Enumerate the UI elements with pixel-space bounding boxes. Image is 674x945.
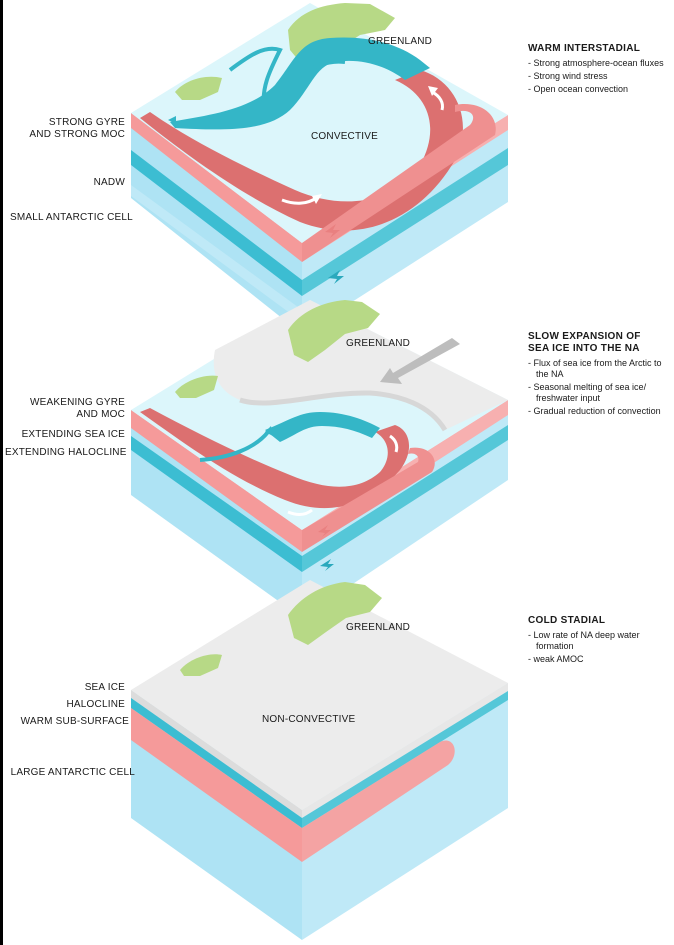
gyre-arrowhead-left <box>168 116 176 124</box>
halocline-layer-front <box>131 436 302 572</box>
bullet-item: Strong wind stress <box>528 71 674 82</box>
bullet-item: Flux of sea ice from the Arctic to the N… <box>528 358 674 380</box>
sea-ice-sheet <box>213 300 508 430</box>
gyre-inner-stream-2 <box>298 59 346 77</box>
gyre-arrowhead <box>265 426 273 436</box>
block-front-face <box>131 410 302 618</box>
weakening-gyre-tail <box>199 430 270 462</box>
large-antarctic-cell-label: LARGE ANTARCTIC CELL <box>10 767 135 778</box>
convection-arrowhead-bottom <box>312 194 322 204</box>
sea-ice-flux-arrow <box>380 338 460 384</box>
title-line-1: SLOW EXPANSION OF <box>528 331 641 342</box>
greenland-land <box>288 582 382 645</box>
warm-interstadial-bullets: Strong atmosphere-ocean fluxes Strong wi… <box>528 58 674 95</box>
halocline-layer-right <box>302 691 508 828</box>
bullet-item: Strong atmosphere-ocean fluxes <box>528 58 674 69</box>
nadw-layer-front <box>131 150 302 296</box>
halocline-layer-right <box>302 425 508 572</box>
bullet-item: Seasonal melting of sea ice/ freshwater … <box>528 382 674 404</box>
warm-layer-front <box>131 410 302 552</box>
deep-flow-arrow-1 <box>325 224 340 238</box>
halocline-layer-front <box>131 698 302 828</box>
strong-moc-label: AND STRONG MOC <box>29 129 125 140</box>
gyre-inner-stream <box>228 46 283 111</box>
warm-layer-front <box>131 113 302 262</box>
extending-sea-ice-label: EXTENDING SEA ICE <box>21 429 125 440</box>
slow-expansion-description: SLOW EXPANSION OF SEA ICE INTO THE NA Fl… <box>528 331 674 419</box>
small-island <box>175 76 222 100</box>
weakening-warm-loop <box>140 408 410 509</box>
warm-interstadial-description: WARM INTERSTADIAL Strong atmosphere-ocea… <box>528 43 674 97</box>
deep-layer-front <box>131 185 302 322</box>
left-border <box>0 0 3 945</box>
nadw-label: NADW <box>93 177 125 188</box>
nadw-layer-right <box>302 148 508 296</box>
warm-subsurface-tongue <box>302 740 455 862</box>
panel-warm-interstadial-block <box>131 3 508 334</box>
extending-halocline-label: EXTENDING HALOCLINE <box>5 447 127 458</box>
weakening-gyre-label: WEAKENING GYRE <box>29 397 125 408</box>
halocline-label: HALOCLINE <box>66 699 125 710</box>
slow-expansion-title: SLOW EXPANSION OF SEA ICE INTO THE NA <box>528 331 674 355</box>
sea-ice-layer-front <box>131 690 302 818</box>
small-island <box>175 375 218 398</box>
slow-expansion-bullets: Flux of sea ice from the Arctic to the N… <box>528 358 674 417</box>
sea-ice-label: SEA ICE <box>84 682 125 693</box>
warm-subsurface-label: WARM SUB-SURFACE <box>20 716 129 727</box>
bullet-item: Gradual reduction of convection <box>528 406 674 417</box>
deep-flow-arrow-2 <box>320 559 334 571</box>
convection-arrow <box>389 434 399 453</box>
cold-stadial-description: COLD STADIAL Low rate of NA deep water f… <box>528 615 674 667</box>
gyre-current <box>170 37 430 130</box>
warm-return-tube <box>302 447 435 552</box>
warm-return-tube <box>302 104 496 262</box>
bullet-item: Low rate of NA deep water formation <box>528 630 674 652</box>
convection-arrow-bottom <box>287 508 313 516</box>
weakening-gyre <box>265 412 380 442</box>
cold-stadial-bullets: Low rate of NA deep water formation weak… <box>528 630 674 665</box>
block-right-face <box>302 683 508 940</box>
panel-slow-expansion-block <box>131 300 508 618</box>
bullet-item: Open ocean convection <box>528 84 674 95</box>
convective-label: CONVECTIVE <box>311 131 379 142</box>
warm-subsurface-front <box>131 708 302 862</box>
greenland-label-3: GREENLAND <box>346 622 411 633</box>
panel-cold-stadial-block <box>131 580 508 940</box>
small-antarctic-cell-label: SMALL ANTARCTIC CELL <box>10 212 133 223</box>
warm-interstadial-title: WARM INTERSTADIAL <box>528 43 641 54</box>
block-right-face <box>302 400 508 618</box>
title-line-2: SEA ICE INTO THE NA <box>528 343 640 354</box>
convection-arrowhead-top <box>428 86 438 96</box>
block-top-face <box>131 580 508 810</box>
greenland-label-2: GREENLAND <box>346 338 411 349</box>
deep-flow-arrow-2 <box>328 270 344 284</box>
and-moc-label: AND MOC <box>76 409 125 420</box>
strong-gyre-label: STRONG GYRE <box>48 117 125 128</box>
greenland-land <box>288 300 380 362</box>
convective-warm-loop <box>140 70 463 231</box>
non-convective-label: NON-CONVECTIVE <box>262 714 356 725</box>
greenland-label-1: GREENLAND <box>368 36 433 47</box>
sea-ice-layer-right <box>302 683 508 818</box>
sea-ice-edge <box>239 390 448 432</box>
deep-flow-arrow-1 <box>318 525 331 537</box>
bullet-item: weak AMOC <box>528 654 674 665</box>
small-island <box>180 654 222 676</box>
cold-stadial-title: COLD STADIAL <box>528 615 606 626</box>
